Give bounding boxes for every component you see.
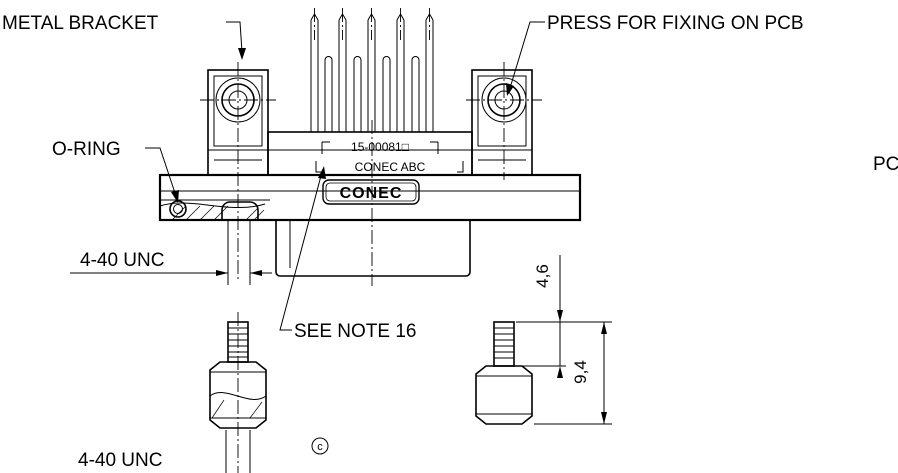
cut-off-label: PC — [873, 154, 898, 175]
part-number-text: 15-00081□ — [351, 140, 409, 154]
left-screw — [209, 312, 267, 473]
press-fixing-label: PRESS FOR FIXING ON PCB — [547, 13, 804, 34]
right-metal-bracket — [471, 69, 533, 176]
connector-pins — [310, 8, 434, 132]
upper-thread-label: 4-40 UNC — [80, 250, 164, 271]
total-height-label: 9,4 — [571, 360, 590, 384]
right-screw — [475, 321, 533, 425]
logo-text: CONEC — [340, 185, 403, 202]
copyright-mark: c — [311, 437, 329, 455]
stud-height-dimension: 4,6 — [516, 255, 612, 378]
upper-thread-dimension: 4-40 UNC — [70, 220, 272, 285]
metal-bracket-label: METAL BRACKET — [2, 13, 159, 34]
press-fixing-callout: PRESS FOR FIXING ON PCB — [506, 13, 804, 96]
center-lines — [200, 62, 542, 286]
stud-height-label: 4,6 — [533, 264, 552, 288]
o-ring-label: O-RING — [52, 139, 121, 160]
metal-bracket-callout: METAL BRACKET — [2, 13, 246, 60]
copyright-text: c — [317, 441, 323, 453]
see-note-callout: SEE NOTE 16 — [279, 166, 417, 342]
lower-thread-label: 4-40 UNC — [78, 450, 162, 471]
flange — [158, 173, 582, 222]
d-sub-shell — [275, 220, 471, 277]
lower-thread-dimension: 4-40 UNC — [78, 450, 162, 471]
see-note-label: SEE NOTE 16 — [294, 321, 417, 342]
part-number-marking: 15-00081□ CONEC ABC — [315, 140, 464, 174]
o-ring-callout: O-RING — [52, 139, 179, 203]
marking-text: CONEC ABC — [355, 160, 426, 174]
total-height-dimension: 9,4 — [534, 322, 612, 425]
conec-logo: CONEC — [322, 179, 420, 205]
